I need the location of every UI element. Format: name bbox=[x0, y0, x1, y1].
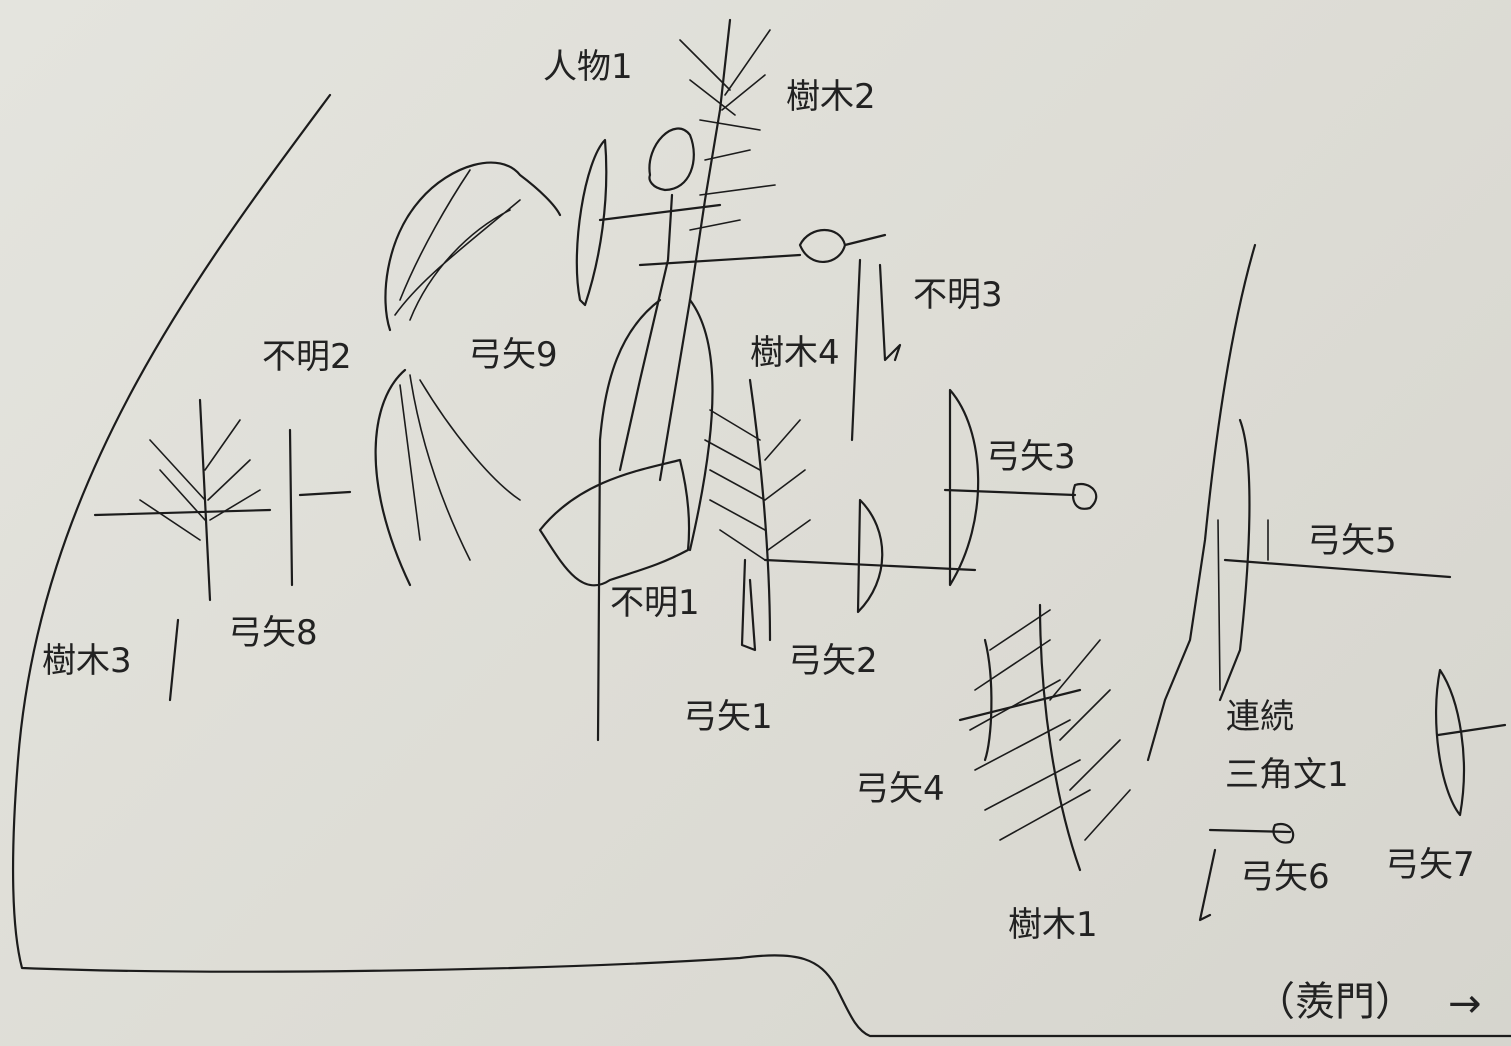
label-tree-3: 樹木3 bbox=[42, 641, 132, 681]
label-tree-2: 樹木2 bbox=[786, 77, 876, 117]
unknown-3-shape bbox=[798, 229, 902, 442]
label-bow-arrow-5: 弓矢5 bbox=[1307, 521, 1397, 561]
bow-arrow-2 bbox=[763, 498, 977, 614]
bow-arrow-3 bbox=[943, 388, 1098, 587]
label-bow-arrow-6: 弓矢6 bbox=[1240, 857, 1330, 897]
label-tree-1: 樹木1 bbox=[1008, 905, 1098, 945]
bow-arrow-9 bbox=[384, 161, 562, 332]
unknown-1-shape bbox=[538, 458, 691, 587]
label-continuous: 連続 bbox=[1226, 697, 1294, 737]
label-unknown-1: 不明1 bbox=[610, 583, 700, 623]
label-bow-arrow-9: 弓矢9 bbox=[468, 335, 558, 375]
label-unknown-2: 不明2 bbox=[262, 337, 352, 377]
label-triangle-pattern-1: 三角文1 bbox=[1225, 755, 1349, 795]
label-bow-arrow-2: 弓矢2 bbox=[788, 641, 878, 681]
bow-arrow-7 bbox=[1435, 668, 1507, 817]
bow-arrow-5 bbox=[1146, 243, 1452, 762]
label-bow-arrow-1: 弓矢1 bbox=[683, 697, 773, 737]
tree-3 bbox=[93, 398, 272, 702]
label-tree-4: 樹木4 bbox=[750, 333, 840, 373]
label-bow-arrow-3: 弓矢3 bbox=[986, 437, 1076, 477]
tree-2 bbox=[658, 18, 776, 482]
label-tomb-entrance: （羨門） bbox=[1255, 979, 1415, 1025]
figure-person-1 bbox=[575, 127, 802, 742]
tree-1 bbox=[958, 603, 1131, 872]
label-unknown-3: 不明3 bbox=[913, 275, 1003, 315]
label-bow-arrow-7: 弓矢7 bbox=[1385, 845, 1475, 885]
bow-arrow-8 bbox=[288, 428, 352, 587]
label-bow-arrow-8: 弓矢8 bbox=[228, 613, 318, 653]
direction-arrow-icon: → bbox=[1448, 981, 1482, 1027]
tree-4 bbox=[704, 378, 811, 652]
wall-outline bbox=[11, 93, 1511, 1038]
label-person-1: 人物1 bbox=[543, 47, 633, 87]
unknown-2-shape bbox=[374, 368, 521, 587]
bow-arrow-6 bbox=[1198, 822, 1295, 922]
label-bow-arrow-4: 弓矢4 bbox=[855, 769, 945, 809]
